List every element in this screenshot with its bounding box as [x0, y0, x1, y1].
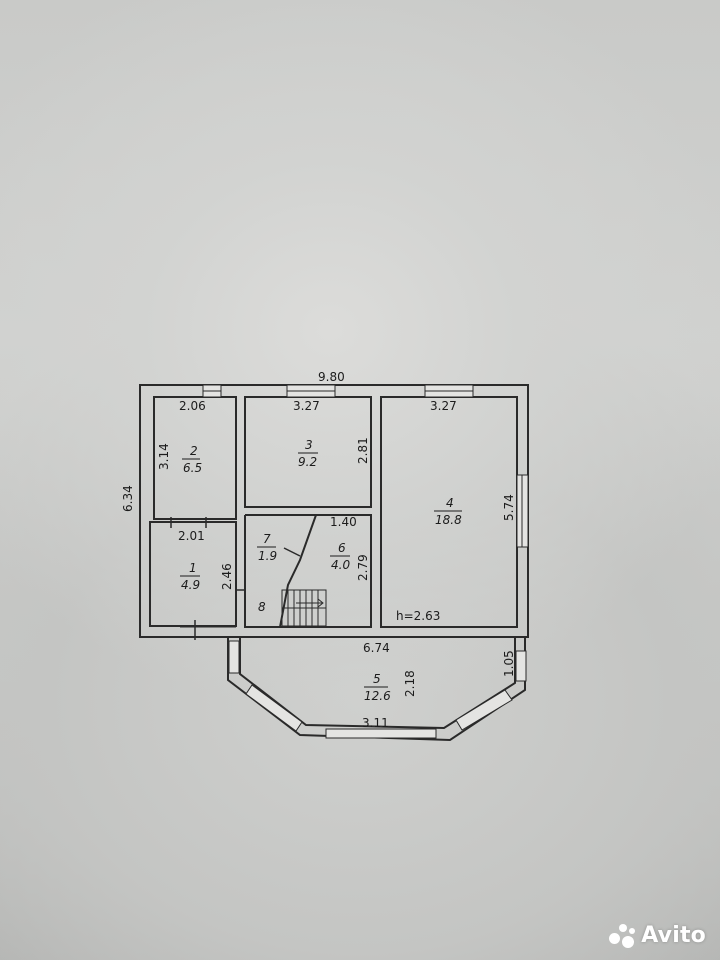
dim-room2-depth: 3.14 — [157, 443, 171, 470]
dim-room4-width: 3.27 — [430, 399, 457, 413]
windows — [202, 384, 529, 548]
dim-room2-width: 2.06 — [179, 399, 206, 413]
dim-room4-depth: 5.74 — [502, 494, 516, 521]
dim-room1-width: 2.01 — [178, 529, 205, 543]
dim-overall-width: 9.80 — [318, 370, 345, 384]
svg-text:6: 6 — [338, 541, 346, 555]
dim-room6-depth: 2.79 — [356, 554, 370, 581]
svg-text:12.6: 12.6 — [364, 689, 391, 703]
room-label-5: 5 12.6 — [364, 672, 391, 703]
svg-text:9.2: 9.2 — [298, 455, 317, 469]
svg-text:6.5: 6.5 — [183, 461, 202, 475]
svg-text:5: 5 — [373, 672, 381, 686]
dim-room3-width: 3.27 — [293, 399, 320, 413]
dim-room3-depth: 2.81 — [356, 437, 370, 464]
room-label-6: 6 4.0 — [330, 541, 350, 572]
room-label-7: 7 1.9 — [257, 532, 277, 563]
outer-walls — [139, 384, 529, 638]
room-label-2: 2 6.5 — [182, 444, 202, 475]
svg-text:1.9: 1.9 — [258, 549, 277, 563]
svg-text:18.8: 18.8 — [435, 513, 462, 527]
ceiling-height: h=2.63 — [396, 609, 440, 623]
door-marks — [170, 517, 500, 640]
staircase — [279, 514, 327, 628]
svg-text:4.0: 4.0 — [331, 558, 350, 572]
avito-watermark: Avito — [609, 923, 706, 948]
svg-text:2: 2 — [190, 444, 198, 458]
svg-text:7: 7 — [263, 532, 271, 546]
dim-room6-width: 1.40 — [330, 515, 357, 529]
room-label-4: 4 18.8 — [434, 496, 462, 527]
room-label-8: 8 — [258, 600, 266, 614]
avito-logo-icon — [609, 923, 636, 948]
room-label-1: 1 4.9 — [180, 561, 200, 592]
dim-overall-depth: 6.34 — [121, 485, 135, 512]
svg-text:1: 1 — [189, 561, 197, 575]
avito-brand-text: Avito — [641, 923, 706, 948]
dim-corridor-length: 6.74 — [363, 641, 390, 655]
dim-room1-depth: 2.46 — [220, 563, 234, 590]
dim-bay-depth: 2.18 — [403, 670, 417, 697]
svg-text:4.9: 4.9 — [181, 578, 200, 592]
bay-walls — [227, 637, 527, 742]
svg-text:4: 4 — [446, 496, 454, 510]
dim-bay-side: 1.05 — [502, 650, 516, 677]
room-label-3: 3 9.2 — [298, 438, 318, 469]
dim-bay-width: 3.11 — [362, 716, 389, 730]
svg-text:3: 3 — [305, 438, 313, 452]
